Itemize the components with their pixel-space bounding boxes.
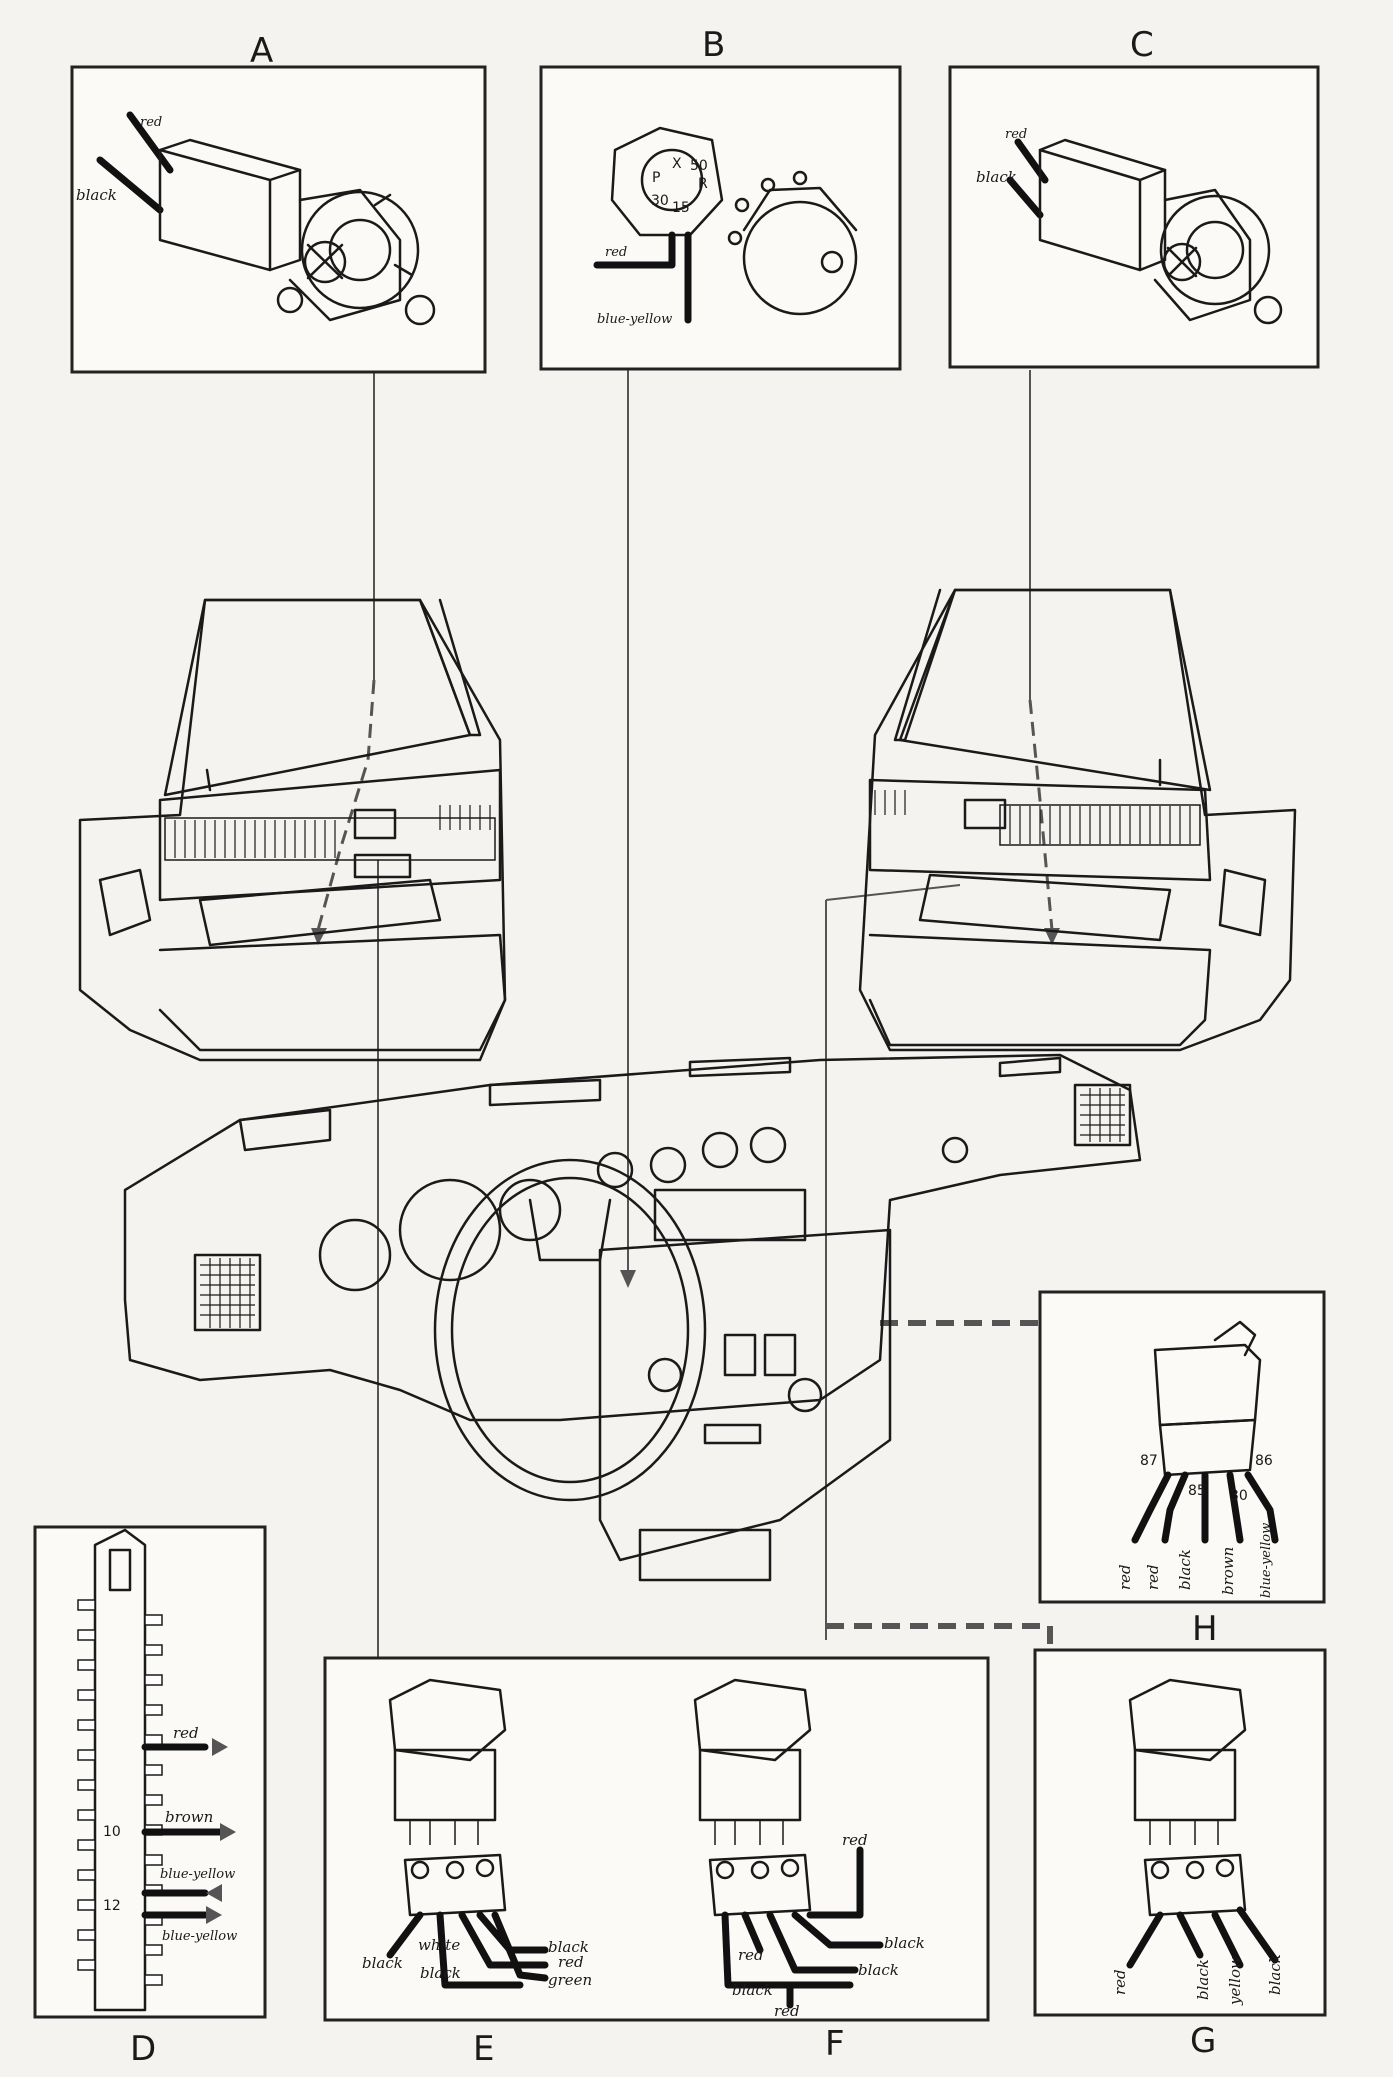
panel-e: black black white red black green <box>323 1656 990 2022</box>
panel-a: A red black <box>70 31 487 374</box>
panel-b-label-red: red <box>605 245 627 260</box>
panel-h-label-red-1: red <box>1116 1564 1134 1590</box>
switch-g <box>1126 1678 1279 1969</box>
left-vent <box>193 1253 262 1332</box>
panel-e-label-white: white <box>418 1936 460 1954</box>
panel-h-frame <box>1038 1290 1326 1604</box>
left-door <box>78 598 507 1062</box>
panel-d-label-red: red <box>173 1724 199 1742</box>
panel-f-label-red-mid: red <box>738 1946 764 1964</box>
panel-e-label-black-right: black <box>548 1938 589 1956</box>
switch-mark-r: R <box>698 176 708 192</box>
right-door <box>858 588 1297 1052</box>
panel-e-letter: E <box>473 2029 494 2069</box>
panel-g-letter: G <box>1190 2021 1216 2061</box>
panel-c-label-red: red <box>1005 127 1027 142</box>
dashboard <box>123 1053 1142 1582</box>
panel-d-number-10: 10 <box>103 1824 121 1840</box>
panel-f-labels: red black red black black red <box>732 1831 925 2020</box>
steering-wheel <box>433 1158 707 1502</box>
window-motor-c <box>1006 138 1283 325</box>
panel-a-frame <box>70 65 487 374</box>
panel-f-label-red-top: red <box>842 1831 868 1849</box>
relay-h <box>1131 1320 1279 1544</box>
relay-pin-86: 86 <box>1255 1453 1273 1469</box>
panel-d: red brown blue-yellow blue-yellow 10 12 … <box>33 1525 267 2069</box>
panel-e-label-green: green <box>548 1971 592 1989</box>
panel-f-label-red-bottom: red <box>774 2002 800 2020</box>
panel-c: C red black <box>948 25 1320 369</box>
relay-pin-30: 30 <box>1230 1488 1248 1504</box>
instrument-cluster <box>318 1126 969 1292</box>
switch-mark-p: P <box>652 170 660 186</box>
panel-h-label-blue-yellow: blue-yellow <box>1259 1523 1274 1598</box>
panel-g-label-red: red <box>1111 1969 1129 1995</box>
panel-h-label-brown: brown <box>1219 1547 1237 1595</box>
leader-lines <box>311 370 1060 1665</box>
panel-d-label-blue-yellow-1: blue-yellow <box>160 1867 235 1882</box>
panel-b: B P X 50 R 30 15 red blue-yellow <box>539 25 902 371</box>
panel-a-label-red: red <box>140 115 162 130</box>
switch-e <box>386 1678 549 1989</box>
center-console <box>598 1228 892 1582</box>
panel-b-letter: B <box>702 25 725 65</box>
panel-g: red black yellow black G <box>1033 1648 1327 2061</box>
switch-mark-50: 50 <box>690 158 708 174</box>
panel-e-label-black-bottom: black <box>420 1964 461 1982</box>
panel-g-frame <box>1033 1648 1327 2017</box>
panel-e-label-black-left: black <box>362 1954 403 1972</box>
right-vent <box>1073 1083 1132 1147</box>
panel-b-label-blue-yellow: blue-yellow <box>597 312 672 327</box>
panel-g-label-black-2: black <box>1266 1954 1284 1995</box>
window-motor-a <box>96 111 436 326</box>
panel-d-label-blue-yellow-2: blue-yellow <box>162 1929 237 1944</box>
switch-mark-x: X <box>672 156 682 172</box>
panel-e-label-red: red <box>558 1953 584 1971</box>
panel-d-number-12: 12 <box>103 1898 121 1914</box>
panel-c-letter: C <box>1130 25 1154 65</box>
panel-g-label-yellow: yellow <box>1226 1956 1244 2006</box>
panel-h-label-red-2: red <box>1144 1564 1162 1590</box>
panel-g-label-black-1: black <box>1194 1959 1212 2000</box>
right-door-trim <box>874 790 1201 846</box>
ignition-switch-b <box>593 126 858 324</box>
panel-f-letter: F <box>825 2024 845 2064</box>
panel-c-label-black: black <box>976 168 1017 186</box>
panel-d-letter: D <box>130 2029 156 2069</box>
panel-h-label-black: black <box>1176 1549 1194 1590</box>
left-door-trim <box>164 805 496 861</box>
panel-f-label-black-3: black <box>732 1981 773 1999</box>
panel-d-label-brown: brown <box>165 1808 213 1826</box>
panel-e-frame <box>323 1656 990 2022</box>
switch-mark-30: 30 <box>651 193 669 209</box>
relay-pin-85: 85 <box>1188 1483 1206 1499</box>
panel-h-letter: H <box>1192 1609 1218 1649</box>
relay-pin-87: 87 <box>1140 1453 1158 1469</box>
panel-h: 87 86 85 30 red red black brown blue-yel… <box>1038 1290 1326 1649</box>
switch-f <box>693 1678 884 2009</box>
panel-f-label-black-2: black <box>858 1961 899 1979</box>
panel-a-letter: A <box>250 31 273 71</box>
panel-f-label-black-1: black <box>884 1934 925 1952</box>
panel-a-label-black: black <box>76 186 117 204</box>
switch-mark-15: 15 <box>672 200 690 216</box>
